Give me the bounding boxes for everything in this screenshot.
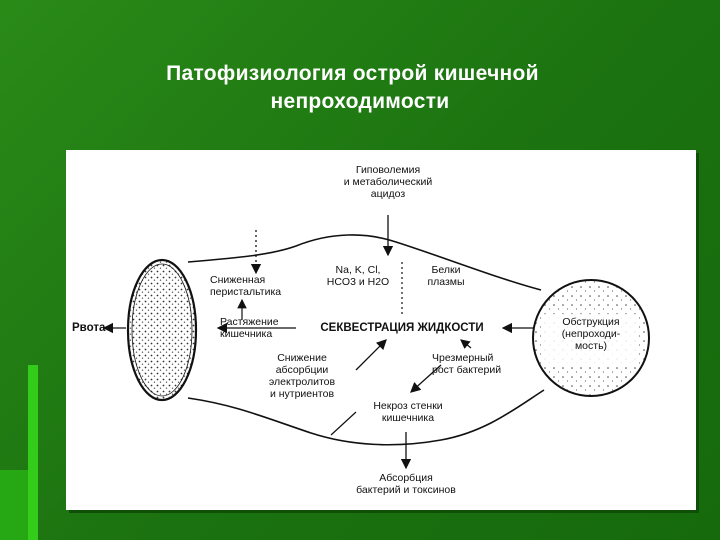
title-line-1: Патофизиология острой кишечной — [166, 62, 539, 85]
decorative-bar — [0, 470, 28, 540]
slide-title: Патофизиология острой кишечной непроходи… — [0, 60, 720, 116]
label-electrolytes: Na, K, Cl, HCO3 и H2O — [326, 264, 390, 288]
diagram-drawing — [102, 215, 650, 470]
label-distension: Растяжение кишечника — [220, 316, 279, 340]
label-absorption: Абсорбция бактерий и токсинов — [356, 472, 456, 496]
intestine-outline-top — [187, 234, 542, 291]
arrow-bacteria — [460, 339, 472, 349]
label-hypovolemia: Гиповолемия и метаболический ацидоз — [343, 164, 433, 200]
label-obstruction: Обструкция (непроходи- мость) — [561, 316, 621, 352]
label-proteins: Белки плазмы — [427, 264, 465, 288]
label-peristalsis: Сниженная перистальтика — [210, 274, 282, 298]
arrow-growth-to-necrosis — [410, 364, 442, 393]
label-vomiting: Рвота — [72, 322, 106, 334]
diagram-panel: Гиповолемия и метаболический ацидоз Na, … — [66, 150, 696, 510]
decorative-bar — [28, 365, 38, 540]
title-line-2: непроходимости — [270, 90, 450, 113]
label-necrosis: Некроз стенки кишечника — [373, 400, 443, 424]
label-sequestration: СЕКВЕСТРАЦИЯ ЖИДКОСТИ — [320, 322, 484, 334]
label-absorption-reduced: Снижение абсорбции электролитов и нутрие… — [268, 352, 336, 400]
arrow-necrosis-wall — [330, 411, 357, 436]
intestine-outline-bottom — [187, 389, 545, 446]
distended-loop — [126, 258, 198, 402]
label-bacteria-growth: Чрезмерный рост бактерий — [432, 352, 502, 376]
arrow-absorption-reduced — [355, 339, 387, 371]
